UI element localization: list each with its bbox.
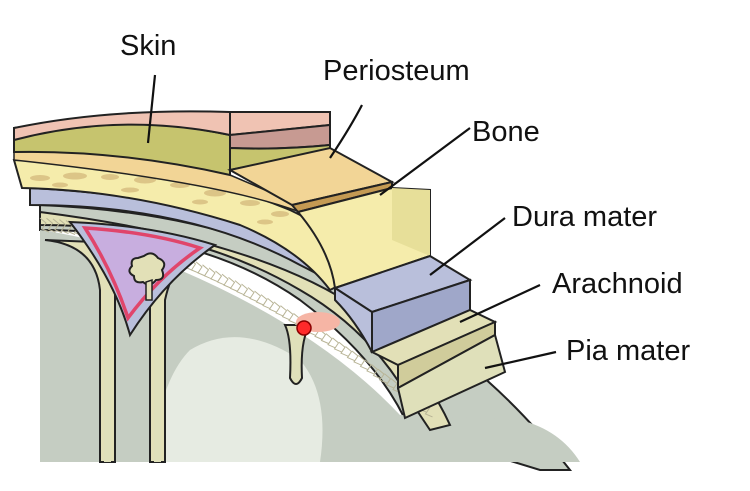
label-pia-mater: Pia mater [566,335,691,367]
pia-mater-block [396,333,507,420]
mesh-strand [65,220,76,235]
bone-block [296,186,431,290]
bone-spot [121,187,139,193]
arachnoid-granulation-icon [128,252,166,301]
mesh-strand [247,287,258,302]
mesh-strand [286,309,297,324]
brain-white-matter [150,337,323,462]
mesh-strand [52,218,63,234]
label-dura-mater: Dura mater [512,201,658,233]
leader-dura [429,217,506,276]
bone-spot [63,172,87,180]
bone-spot [257,219,273,225]
mesh-strand [319,329,329,344]
mesh-strand [325,333,336,349]
mesh-strand [195,261,206,277]
mesh-strand [228,276,238,292]
bone-spot [101,174,119,180]
mesh-strand [364,359,375,375]
mesh-strand [345,346,355,362]
leader-skin [146,74,157,144]
mesh-strand [215,270,225,286]
mesh-strand [46,217,56,233]
leader-bone [379,127,471,196]
leader-arachnoid [459,284,541,323]
mesh-strand [377,368,388,384]
mesh-strand [241,283,251,299]
mesh-strand [358,355,368,370]
bone-spot [240,200,260,206]
leader-pia [484,350,557,370]
label-periosteum: Periosteum [323,55,470,87]
bone-spot [52,182,68,188]
arachnoid-block [369,308,498,390]
mesh-strand [234,280,245,296]
bone-spot [271,211,289,217]
mesh-strand [221,273,232,289]
mesh-strand [254,290,264,306]
mesh-strand [338,341,349,357]
mesh-strand [267,297,277,313]
periosteum-block [227,146,395,214]
mesh-strand [351,350,362,366]
mesh-strand [208,267,219,283]
label-bone: Bone [472,116,540,148]
mesh-strand [384,373,394,389]
label-arachnoid: Arachnoid [552,268,683,300]
bone-spot [192,199,208,205]
mesh-strand [280,305,290,321]
mesh-strand [332,337,342,353]
mesh-strand [390,378,401,393]
mesh-strand [59,219,69,235]
mesh-strand [371,364,381,379]
leader-periosteum [329,104,363,159]
bone-spot [30,175,50,181]
mesh-strand [273,301,284,317]
sulcus-small [283,324,312,385]
label-skin: Skin [120,30,177,62]
bone-spot [204,189,226,197]
leader-lines [146,74,557,370]
mesh-strand [202,264,212,280]
blood-vessel-icon [296,312,340,336]
mesh-strand [39,217,50,233]
mesh-strand [260,294,271,310]
